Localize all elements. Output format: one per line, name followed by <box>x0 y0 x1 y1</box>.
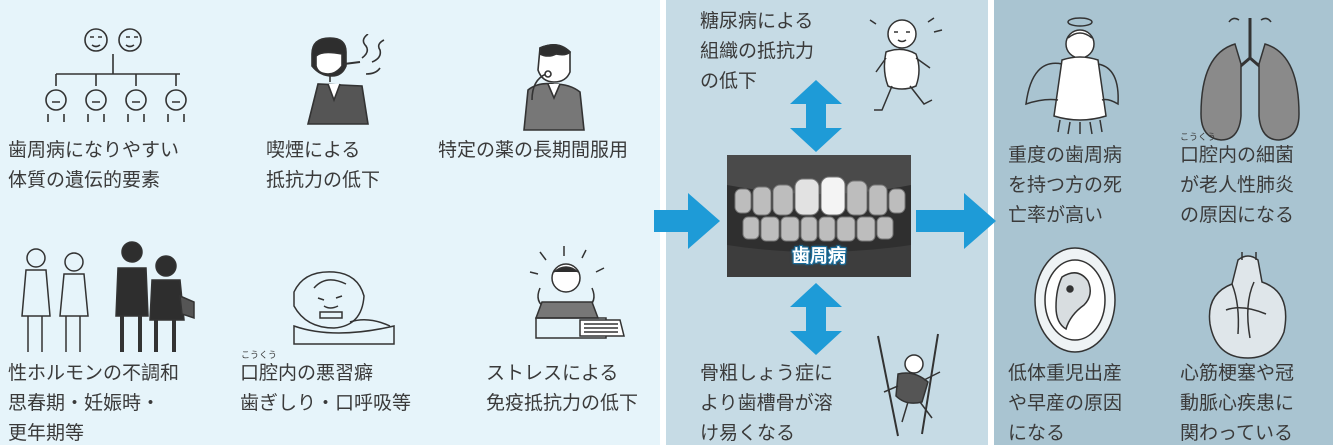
double-arrow-vertical-icon <box>790 283 842 355</box>
osteoporosis-caption: 骨粗しょう症に より歯槽骨が溶 け易くなる <box>700 362 834 444</box>
cause-smoking-caption: 喫煙による 抵抗力の低下 <box>266 139 381 191</box>
arrow-right-icon <box>916 193 996 249</box>
angel-illustration <box>1022 12 1122 142</box>
cause-stress-caption: ストレスによる 免疫抵抗力の低下 <box>486 362 639 414</box>
medicine-man-illustration <box>518 40 598 135</box>
skiing-fall-illustration <box>868 330 958 440</box>
effect-heart-caption: 心筋梗塞や冠 動脈心疾患に 関わっている <box>1180 362 1295 444</box>
effect-pneumonia-caption: 口腔内の細菌 が老人性肺炎 の原因になる <box>1180 144 1295 226</box>
stressed-person-illustration <box>520 242 630 347</box>
jogging-man-illustration <box>868 12 948 122</box>
people-illustration <box>20 240 200 360</box>
diabetes-caption: 糖尿病による 組織の抵抗力 の低下 <box>700 10 815 92</box>
periodontal-label: 歯周病 <box>792 246 846 267</box>
family-tree-illustration <box>38 22 198 137</box>
effect-mortality-caption: 重度の歯周病 を持つ方の死 亡率が高い <box>1008 144 1123 226</box>
cause-medication-caption: 特定の薬の長期間服用 <box>438 139 629 161</box>
ruby-koukuu-left: こうくう <box>241 351 277 361</box>
double-arrow-vertical-icon <box>790 80 842 152</box>
effect-preterm-caption: 低体重児出産 や早産の原因 になる <box>1008 362 1123 444</box>
fetus-illustration <box>1030 245 1120 355</box>
arrow-right-icon <box>654 193 720 249</box>
teeth-photo: 歯周病 <box>727 155 911 277</box>
cause-heredity-caption: 歯周病になりやすい 体質の遺伝的要素 <box>8 139 180 191</box>
cause-hormone-caption: 性ホルモンの不調和 思春期・妊娠時・ 更年期等 <box>8 362 180 444</box>
lungs-illustration <box>1195 14 1305 144</box>
smoking-man-illustration <box>300 34 390 134</box>
heart-illustration <box>1198 250 1298 360</box>
cause-oral-habit-caption: 口腔内の悪習癖 歯ぎしり・口呼吸等 <box>240 362 412 414</box>
sleeping-person-illustration <box>290 262 400 352</box>
ruby-koukuu-right: こうくう <box>1180 133 1216 143</box>
